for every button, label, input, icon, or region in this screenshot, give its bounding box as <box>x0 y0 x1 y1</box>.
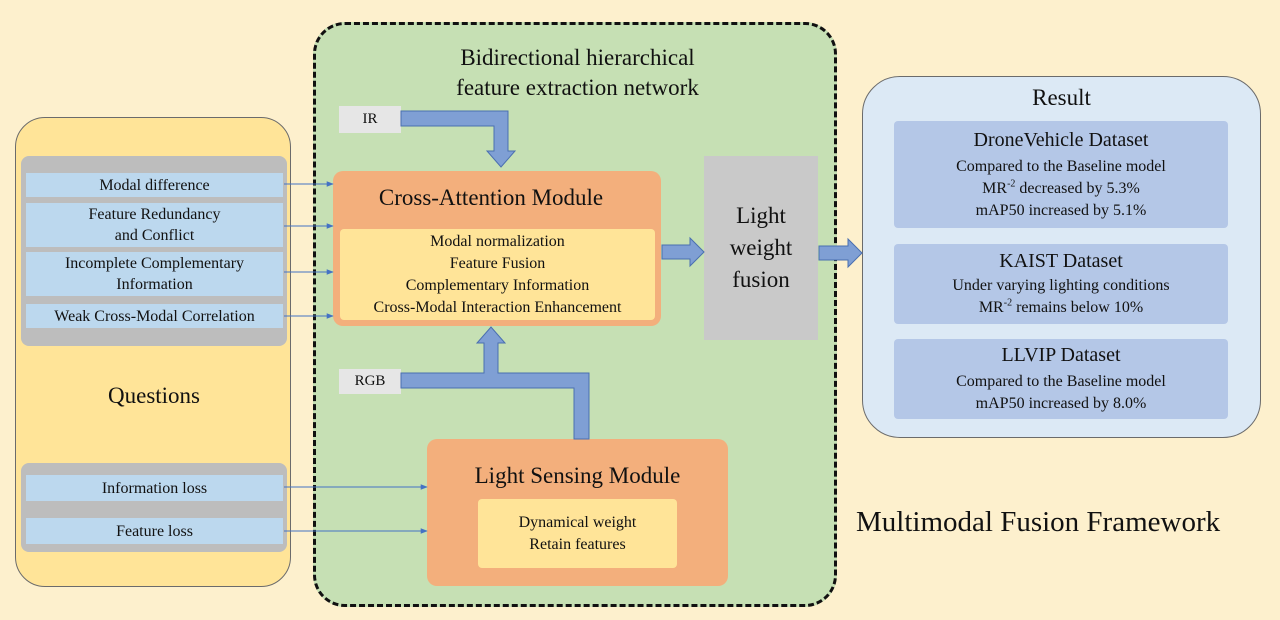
function-item: Modal normalization <box>430 232 565 250</box>
fusion-to-result-arrow <box>818 237 863 269</box>
result-line: mAP50 increased by 8.0% <box>975 395 1147 412</box>
question-modal-difference: Modal difference <box>26 173 283 197</box>
ir-arrow <box>400 110 517 168</box>
question-text: and Conflict <box>114 227 195 244</box>
result-kaist: KAIST Dataset Under varying lighting con… <box>894 244 1228 324</box>
question-text: Information loss <box>101 479 208 497</box>
fusion-text: weight <box>729 235 793 260</box>
result-line: Compared to the Baseline model <box>956 157 1166 175</box>
result-line: Under varying lighting conditions <box>952 277 1170 294</box>
metric-name: MR <box>982 179 1008 197</box>
metric-superscript: -2 <box>1003 297 1013 309</box>
fusion-text: Light <box>736 203 786 228</box>
question-text: Information <box>116 276 193 293</box>
function-item: Complementary Information <box>405 276 590 294</box>
light-sensing-title: Light Sensing Module <box>474 463 681 488</box>
result-line: MR-2 decreased by 5.3% <box>982 178 1140 200</box>
result-title: Result <box>1032 85 1091 110</box>
function-item: Retain features <box>529 535 626 553</box>
rgb-input-label: RGB <box>339 369 401 394</box>
metric-superscript: -2 <box>1007 178 1016 190</box>
rgb-arrow <box>400 326 590 440</box>
question-incomplete-complementary: Incomplete Complementary Information <box>26 252 283 296</box>
network-title-line: feature extraction network <box>456 75 699 100</box>
dataset-title: KAIST Dataset <box>999 250 1123 272</box>
dataset-title: DroneVehicle Dataset <box>973 128 1149 151</box>
question-text: Modal difference <box>99 176 210 194</box>
result-line: Compared to the Baseline model <box>956 373 1166 390</box>
question-information-loss: Information loss <box>26 475 283 501</box>
function-item: Dynamical weight <box>518 513 637 531</box>
ir-input-label: IR <box>339 106 401 133</box>
question-text: Weak Cross-Modal Correlation <box>54 307 255 325</box>
function-item: Feature Fusion <box>449 254 546 272</box>
question-weak-correlation: Weak Cross-Modal Correlation <box>26 304 283 328</box>
light-sensing-functions: Dynamical weight Retain features <box>478 499 677 568</box>
question-feature-loss: Feature loss <box>26 518 283 544</box>
cross-attention-title: Cross-Attention Module <box>378 185 604 210</box>
question-feature-redundancy: Feature Redundancy and Conflict <box>26 203 283 247</box>
light-weight-fusion-block: Light weight fusion <box>704 156 818 340</box>
cross-attention-functions: Modal normalization Feature Fusion Compl… <box>340 229 655 320</box>
questions-title: Questions <box>108 383 200 408</box>
cross-attention-to-fusion-arrow <box>661 236 705 268</box>
question-text: Feature loss <box>116 522 193 540</box>
metric-change: decreased by 5.3% <box>1015 179 1140 197</box>
framework-title: Multimodal Fusion Framework <box>856 506 1221 538</box>
result-llvip: LLVIP Dataset Compared to the Baseline m… <box>894 339 1228 419</box>
question-text: Feature Redundancy <box>88 206 221 223</box>
function-item: Cross-Modal Interaction Enhancement <box>373 298 622 316</box>
question-text: Incomplete Complementary <box>64 255 245 272</box>
metric-name: MR <box>978 299 1004 316</box>
fusion-text: fusion <box>732 267 790 292</box>
network-title: Bidirectional hierarchical feature extra… <box>360 42 795 104</box>
dataset-title: LLVIP Dataset <box>1001 344 1121 366</box>
metric-change: remains below 10% <box>1012 299 1144 316</box>
result-dronevehicle: DroneVehicle Dataset Compared to the Bas… <box>894 121 1228 228</box>
result-line: mAP50 increased by 5.1% <box>975 201 1147 219</box>
network-title-line: Bidirectional hierarchical <box>460 45 695 70</box>
result-line: MR-2 remains below 10% <box>979 297 1143 319</box>
